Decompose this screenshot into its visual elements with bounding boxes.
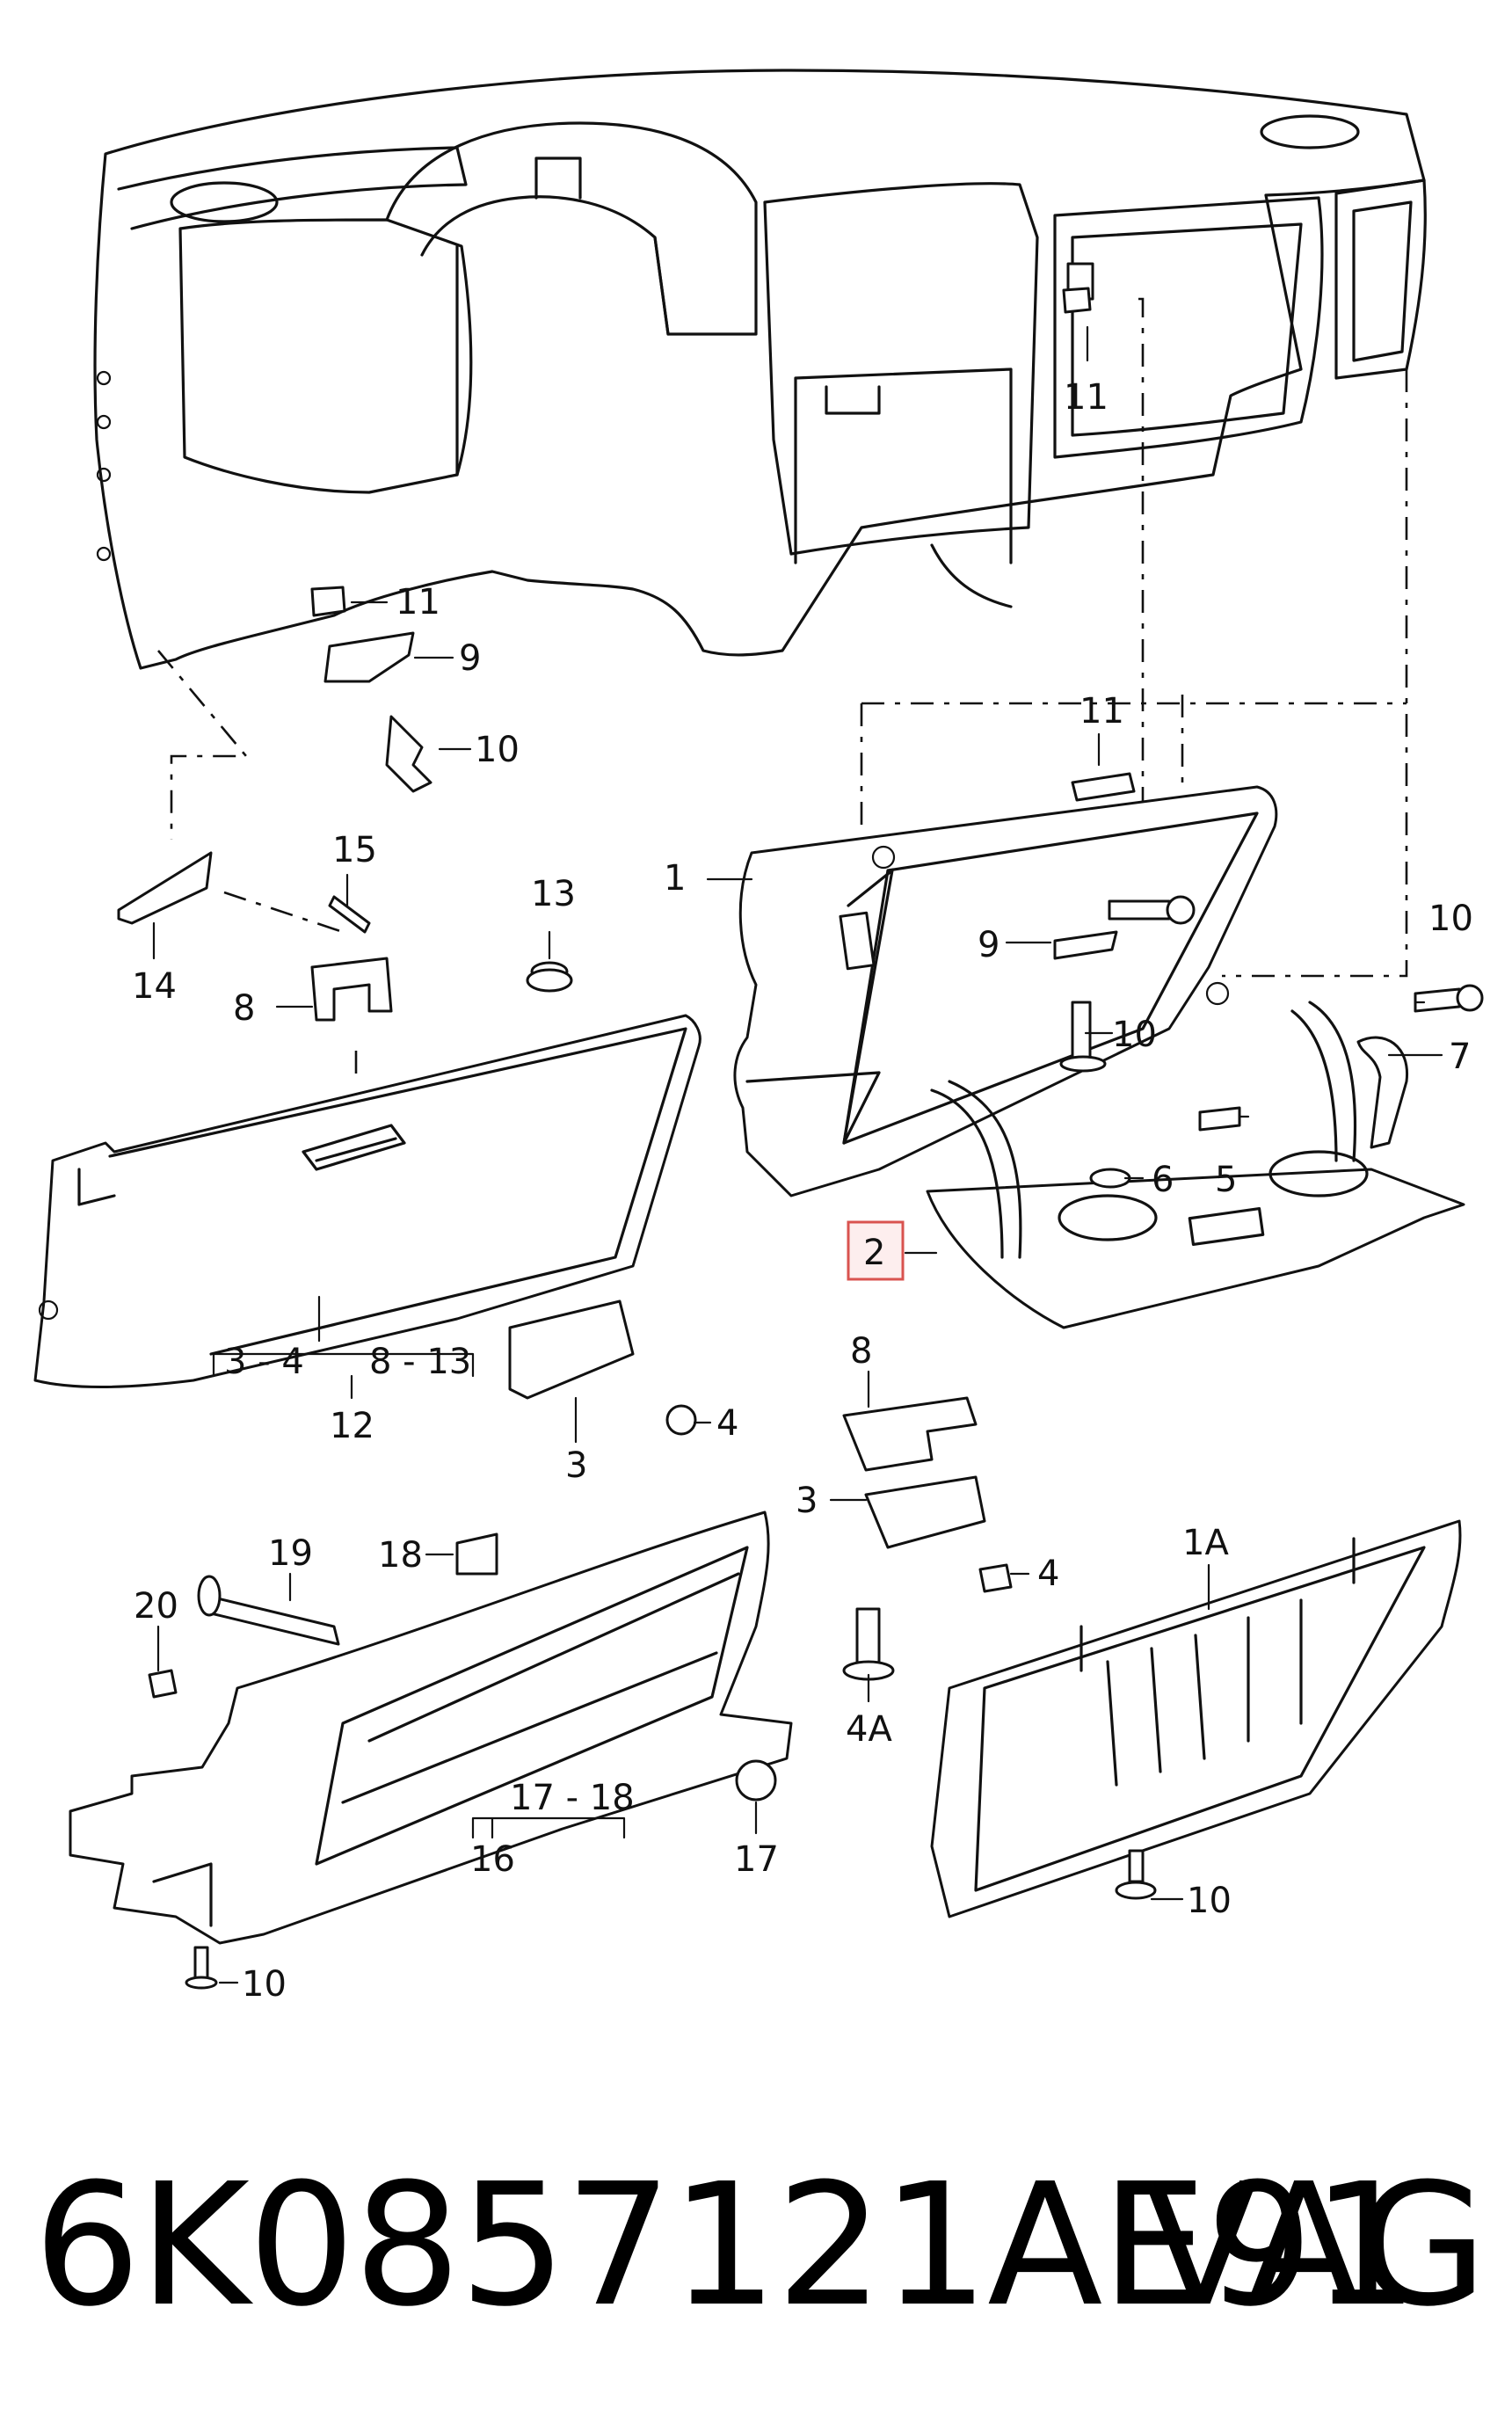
callout-16: 16 — [470, 1839, 515, 1880]
glovebox-tray — [926, 1001, 1465, 1329]
callout-15: 15 — [332, 830, 377, 870]
lower-glovebox — [69, 1510, 793, 1945]
callout-range-3-4: 3 - 4 — [224, 1342, 304, 1382]
callout-17: 17 — [734, 1839, 779, 1880]
callout-5: 5 — [1215, 1160, 1237, 1200]
callout-9: 9 — [978, 925, 1000, 965]
glovebox-housing — [733, 785, 1278, 1197]
callout-2: 2 — [863, 1233, 885, 1273]
callout-18: 18 — [378, 1535, 423, 1576]
callout-9: 9 — [459, 638, 481, 679]
callout-11: 11 — [1079, 691, 1124, 732]
callout-13: 13 — [531, 874, 576, 914]
callout-3: 3 — [565, 1445, 587, 1486]
callout-1: 1 — [664, 858, 686, 899]
callout-4: 4 — [716, 1403, 738, 1444]
leader-lines — [152, 325, 1443, 1984]
callout-10: 10 — [1112, 1015, 1157, 1055]
screw-icon — [385, 715, 433, 793]
glovebox-lid — [33, 1014, 701, 1388]
callout-8: 8 — [850, 1331, 872, 1372]
highlight-box — [847, 1220, 905, 1281]
callout-3: 3 — [796, 1481, 818, 1521]
callout-6: 6 — [1152, 1160, 1174, 1200]
callout-11: 11 — [1064, 377, 1109, 418]
glovebox-panel — [930, 1519, 1462, 1918]
callout-10: 10 — [242, 1964, 287, 2005]
callout-12: 12 — [330, 1406, 374, 1446]
callout-10: 10 — [475, 730, 520, 770]
callout-20: 20 — [134, 1586, 178, 1627]
manufacturer-label: VAG — [1143, 2148, 1487, 2344]
callout-range-8-13: 8 - 13 — [369, 1342, 471, 1382]
callout-10: 10 — [1187, 1881, 1232, 1921]
callout-labels: 11 9 10 11 11 1 9 10 10 7 5 6 2 15 13 14… — [132, 377, 1473, 2005]
callout-10: 10 — [1428, 899, 1473, 939]
small-parts — [117, 287, 1484, 1990]
callout-4A: 4A — [846, 1709, 892, 1750]
callout-19: 19 — [268, 1533, 313, 1574]
callout-range-17-18: 17 - 18 — [510, 1778, 635, 1818]
callout-7: 7 — [1449, 1037, 1471, 1077]
dashed-leaders — [157, 297, 1408, 1081]
callout-8: 8 — [233, 988, 255, 1029]
callout-14: 14 — [132, 966, 177, 1007]
callout-1A: 1A — [1182, 1523, 1229, 1563]
callout-11: 11 — [396, 582, 440, 622]
part-number: 6K0857121AE91 — [33, 2148, 1419, 2344]
dashboard-panel — [93, 69, 1427, 670]
callout-4: 4 — [1037, 1554, 1059, 1594]
